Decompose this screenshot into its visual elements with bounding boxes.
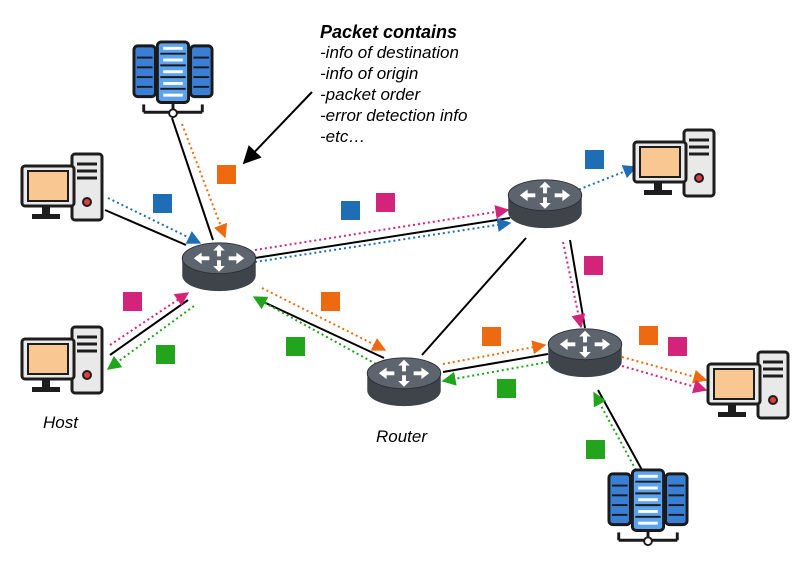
- packet-square-icon: [153, 194, 172, 213]
- packet-square-icon: [482, 327, 501, 346]
- flow-green-router-d-router-c: [441, 361, 549, 386]
- packet-callout: Packet contains -info of destination -in…: [320, 22, 467, 146]
- router-icon: [366, 357, 442, 407]
- link-host2-to-router-a: [109, 299, 189, 356]
- link-router-a-to-router-b: [254, 217, 511, 259]
- flow-magenta-router-a-router-b: [254, 205, 510, 251]
- callout-item: -packet order: [320, 85, 421, 104]
- packet-square-icon: [341, 201, 360, 220]
- flow-blue-router-a-router-b: [254, 217, 512, 263]
- router-icon: [507, 179, 583, 229]
- packet-square-icon: [376, 193, 395, 212]
- flow-magenta-router-d-host-right: [621, 365, 708, 394]
- packet-square-icon: [217, 165, 236, 184]
- packet-square-icon: [286, 337, 305, 356]
- link-server-top-to-router-a: [171, 117, 214, 241]
- packet-square-icon: [584, 256, 603, 275]
- packet-square-icon: [123, 292, 142, 311]
- callout-item: -info of destination: [320, 43, 459, 62]
- packet-square-icon: [321, 292, 340, 311]
- link-router-c-to-router-b: [421, 237, 527, 356]
- flow-green-router-c-router-a: [252, 296, 377, 365]
- desktop-computer-icon: [20, 325, 104, 395]
- flow-blue-host1-router-a: [107, 197, 202, 244]
- links: [104, 117, 643, 471]
- desktop-computer-icon: [20, 152, 104, 222]
- server-rack-icon: [132, 40, 214, 119]
- desktop-computer-icon: [706, 350, 790, 420]
- router-icon: [547, 328, 623, 378]
- packet-square-icon: [586, 440, 605, 459]
- link-router-a-to-router-c: [254, 297, 385, 359]
- callout-pointer-arrow: [242, 91, 313, 165]
- desktop-computer-icon: [632, 128, 716, 198]
- link-router-b-to-router-d: [569, 239, 586, 329]
- callout-title: Packet contains: [320, 22, 457, 42]
- flow-green-router-a-host2: [106, 305, 195, 370]
- callout-item: -info of origin: [320, 64, 418, 83]
- link-host1-to-router-a: [104, 209, 187, 246]
- packet-square-icon: [668, 337, 687, 356]
- packet-flows: [106, 123, 708, 471]
- callout-item: -etc…: [320, 127, 365, 146]
- flow-orange-router-c-router-d: [442, 340, 547, 365]
- packet-square-icon: [156, 345, 175, 364]
- callout-item: -error detection info: [320, 106, 467, 125]
- link-router-c-to-router-d: [442, 353, 549, 373]
- packet-square-icon: [585, 150, 604, 169]
- flow-orange-server-router-a: [181, 123, 228, 239]
- flow-orange-router-d-host-right: [621, 356, 708, 384]
- host-label: Host: [43, 413, 79, 432]
- packets: [123, 150, 687, 459]
- flow-magenta-host2-router-a: [109, 292, 190, 346]
- router-label: Router: [376, 427, 428, 446]
- packet-square-icon: [639, 326, 658, 345]
- packet-square-icon: [497, 379, 516, 398]
- router-icon: [181, 242, 257, 292]
- server-rack-icon: [607, 468, 689, 547]
